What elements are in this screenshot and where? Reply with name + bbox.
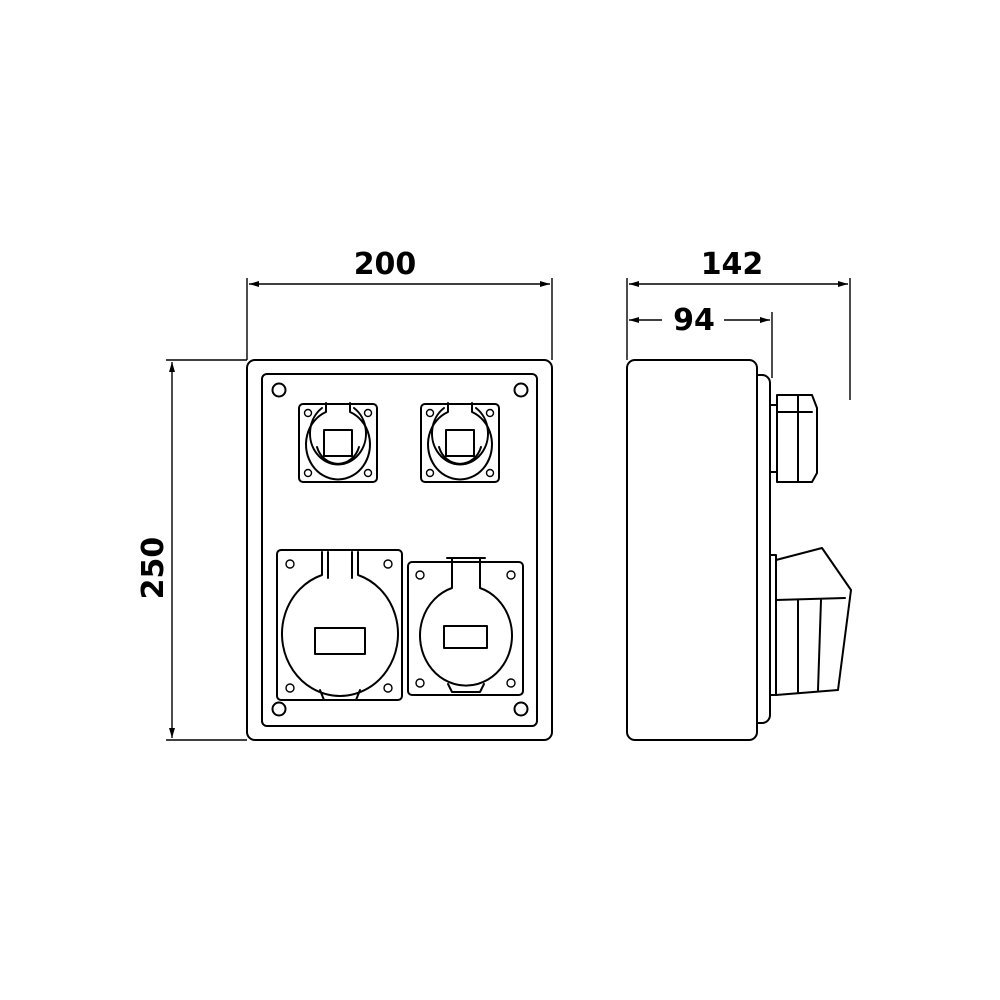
dimension-total-depth: 142 bbox=[626, 247, 851, 400]
side-view bbox=[626, 359, 852, 741]
large-socket-left bbox=[276, 549, 403, 701]
dimension-total-depth-label: 142 bbox=[701, 247, 764, 282]
screw-icon bbox=[271, 382, 287, 398]
small-socket-2 bbox=[420, 402, 500, 483]
screw-icon bbox=[513, 701, 529, 717]
front-panel bbox=[261, 373, 538, 727]
dimension-body-depth-label: 94 bbox=[673, 303, 715, 338]
screw-icon bbox=[271, 701, 287, 717]
dimension-width-label: 200 bbox=[354, 247, 417, 282]
dimension-width: 200 bbox=[246, 247, 553, 360]
large-socket-right bbox=[407, 557, 524, 696]
front-view bbox=[246, 359, 553, 741]
small-socket-1 bbox=[298, 402, 378, 483]
panel-screws bbox=[271, 382, 529, 717]
enclosure-outline bbox=[246, 359, 553, 741]
dimension-body-depth: 94 bbox=[629, 303, 773, 378]
side-lid-edge bbox=[756, 374, 771, 724]
side-large-sockets bbox=[769, 547, 852, 696]
dimension-height: 250 bbox=[136, 359, 247, 741]
side-small-sockets bbox=[769, 394, 818, 483]
screw-icon bbox=[513, 382, 529, 398]
dimension-height-label: 250 bbox=[136, 537, 171, 600]
side-body bbox=[626, 359, 758, 741]
